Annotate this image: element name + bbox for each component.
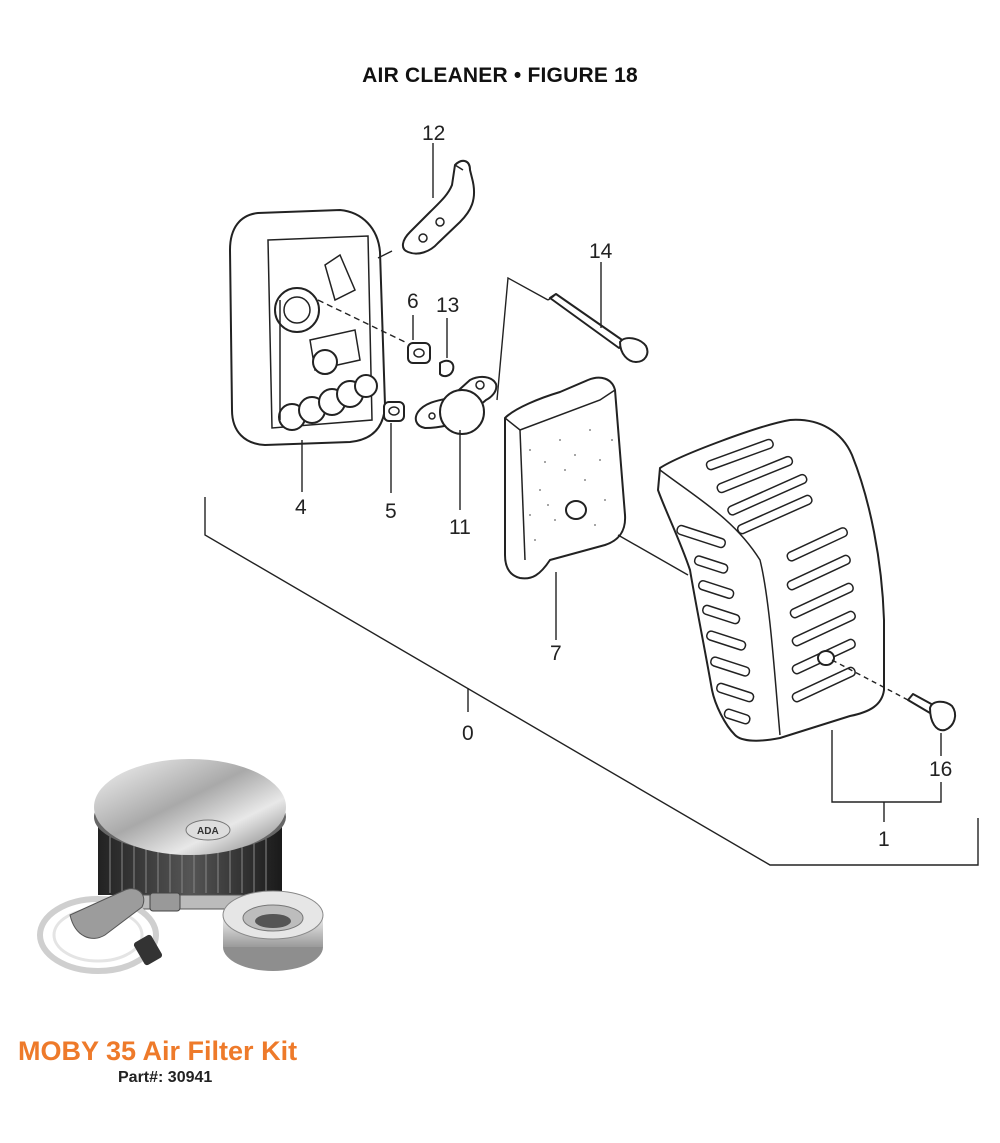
callout-12: 12 [422, 122, 445, 145]
kit-title: MOBY 35 Air Filter Kit [18, 1036, 298, 1066]
part-1-cover [657, 418, 885, 742]
air-filter-kit-photo: ADA [37, 759, 324, 974]
part-13-washer [439, 359, 455, 378]
callout-13: 13 [436, 294, 459, 317]
callout-6: 6 [407, 290, 419, 313]
callout-14: 14 [589, 240, 613, 263]
callout-leaders [204, 143, 979, 866]
callout-11: 11 [449, 516, 471, 539]
part-7-foam-filter [504, 376, 627, 580]
figure-title: AIR CLEANER • FIGURE 18 [362, 64, 638, 87]
part-16-screw [907, 693, 957, 732]
part-5-bushing [383, 401, 405, 422]
part-11-plate [414, 375, 498, 435]
callout-5: 5 [385, 500, 397, 523]
callout-7: 7 [550, 642, 562, 665]
callout-0: 0 [462, 722, 474, 745]
kit-part-number: Part#: 30941 [118, 1069, 213, 1086]
kit-logo-text: ADA [197, 826, 219, 837]
part-14-bolt [547, 293, 649, 363]
callout-1: 1 [878, 828, 890, 851]
part-6-bushing [407, 342, 431, 364]
callout-16: 16 [929, 758, 952, 781]
part-12-bracket [402, 159, 476, 255]
callout-4: 4 [295, 496, 307, 519]
part-4-housing [229, 209, 386, 446]
